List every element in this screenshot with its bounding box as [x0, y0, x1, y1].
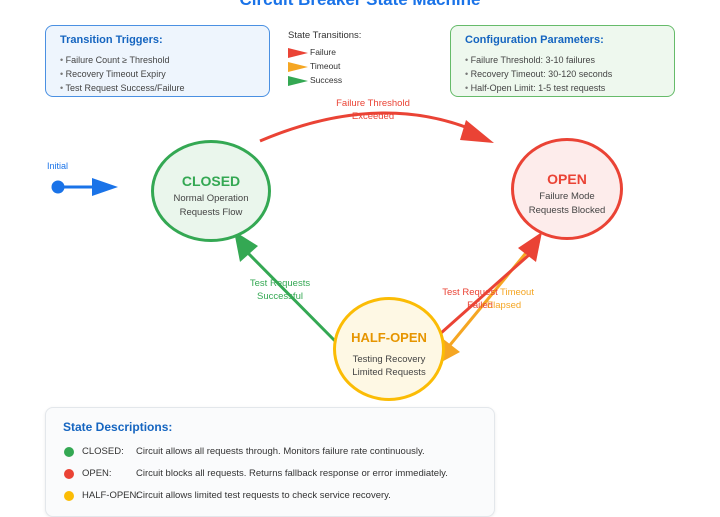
- state-descriptions-panel: State Descriptions: CLOSED: Circuit allo…: [45, 407, 495, 517]
- edge-label-line: Elapsed: [486, 300, 522, 311]
- trigger-item: Recovery Timeout Expiry: [60, 67, 185, 81]
- transition-triggers-panel: Transition Triggers: Failure Count ≥ Thr…: [45, 25, 270, 97]
- edge-label-line: Test Requests: [249, 278, 311, 289]
- failure-arrow-icon: [288, 48, 308, 58]
- description-state-name: CLOSED:: [82, 446, 124, 457]
- triggers-list: Failure Count ≥ Threshold Recovery Timeo…: [60, 53, 185, 95]
- description-text: Circuit blocks all requests. Returns fal…: [136, 468, 448, 479]
- legend-item-failure: Failure: [288, 47, 336, 61]
- config-item: Failure Threshold: 3-10 failures: [465, 53, 612, 67]
- initial-label: Initial: [47, 161, 69, 171]
- state-desc-line: Limited Requests: [352, 367, 426, 378]
- edge-label-line: Test Request: [442, 287, 498, 298]
- status-dot-icon: [64, 491, 74, 501]
- failure-threshold-label: Failure Threshold Exceeded: [318, 97, 428, 123]
- triggers-heading: Transition Triggers:: [60, 34, 163, 46]
- state-name: OPEN: [547, 171, 587, 187]
- edge-label-line: Successful: [257, 291, 303, 302]
- timeout-arrow-icon: [288, 62, 308, 72]
- test-success-label: Test Requests Successful: [230, 277, 330, 303]
- success-arrow-icon: [288, 76, 308, 86]
- legend-item-success: Success: [288, 75, 342, 89]
- state-name: CLOSED: [181, 173, 241, 189]
- state-desc-line: Testing Recovery: [352, 354, 426, 365]
- state-open: OPEN Failure Mode Requests Blocked: [511, 138, 623, 240]
- config-item: Recovery Timeout: 30-120 seconds: [465, 67, 613, 81]
- edge-label-line: Timeout: [500, 287, 534, 298]
- status-dot-icon: [64, 469, 74, 479]
- state-desc-line: Requests Blocked: [528, 205, 606, 216]
- failure-threshold-arrow: [259, 111, 494, 143]
- state-closed: CLOSED Normal Operation Requests Flow: [151, 140, 271, 242]
- legend-label: Timeout: [310, 61, 341, 71]
- config-heading: Configuration Parameters:: [465, 34, 604, 46]
- test-failed-label: Test Request Failed: [420, 286, 520, 312]
- config-list: Failure Threshold: 3-10 failures Recover…: [465, 53, 613, 95]
- description-text: Circuit allows all requests through. Mon…: [136, 446, 425, 457]
- state-desc-line: Requests Flow: [179, 207, 243, 218]
- descriptions-heading: State Descriptions:: [63, 420, 173, 434]
- trigger-item: Test Request Success/Failure: [60, 81, 185, 95]
- configuration-panel: Configuration Parameters: Failure Thresh…: [450, 25, 675, 97]
- description-text: Circuit allows limited test requests to …: [136, 490, 391, 501]
- description-state-name: OPEN:: [82, 468, 112, 479]
- edge-label-line: Failure Threshold: [336, 98, 410, 109]
- timeout-label: Timeout Elapsed: [450, 286, 540, 312]
- status-dot-icon: [64, 447, 74, 457]
- config-item: Half-Open Limit: 1-5 test requests: [465, 81, 612, 95]
- edge-label-line: Failed: [467, 300, 493, 311]
- legend-label: Failure: [310, 47, 336, 57]
- legend-label: Success: [310, 75, 343, 85]
- edge-label-line: Exceeded: [351, 111, 395, 122]
- test-success-arrow: [234, 231, 344, 350]
- legend-heading: State Transitions:: [288, 30, 362, 41]
- trigger-item: Failure Count ≥ Threshold: [60, 53, 185, 67]
- state-name: HALF-OPEN: [351, 330, 427, 345]
- description-state-name: HALF-OPEN:: [82, 490, 140, 501]
- legend-item-timeout: Timeout: [288, 61, 340, 75]
- diagram-title: Circuit Breaker State Machine: [0, 0, 720, 10]
- state-desc-line: Normal Operation: [173, 193, 249, 204]
- initial-arrow: [51, 178, 118, 196]
- transition-legend: State Transitions: Failure Timeout Succe…: [288, 30, 362, 86]
- state-desc-line: Failure Mode: [539, 191, 595, 202]
- state-half-open: HALF-OPEN Testing Recovery Limited Reque…: [333, 297, 445, 401]
